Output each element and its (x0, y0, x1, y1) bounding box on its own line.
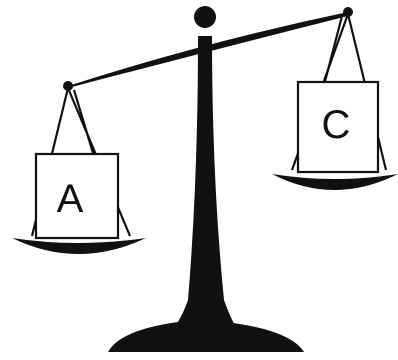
left-box-label: A (57, 177, 84, 221)
scale-column (174, 36, 236, 326)
right-box: C (298, 82, 378, 172)
scale-base (108, 322, 304, 352)
left-box: A (36, 154, 118, 238)
right-pan (272, 174, 398, 190)
left-pan (12, 238, 146, 254)
scale-top-knob (194, 6, 216, 28)
right-box-label: C (322, 103, 351, 147)
